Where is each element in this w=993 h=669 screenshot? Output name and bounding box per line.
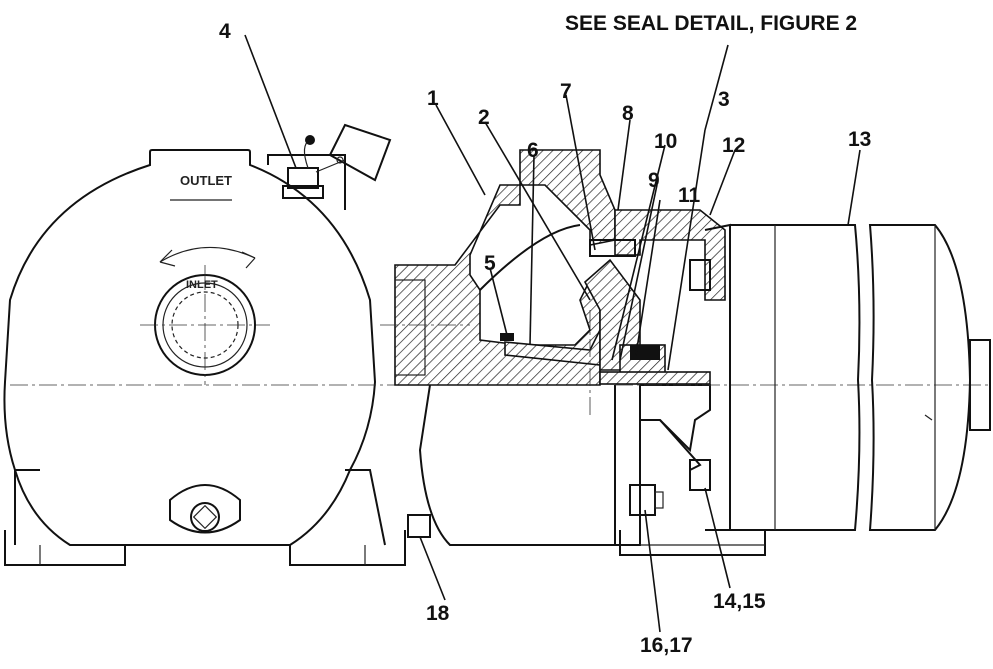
callout-7: 7 bbox=[560, 80, 572, 103]
seal-detail-title: SEE SEAL DETAIL, FIGURE 2 bbox=[565, 12, 857, 35]
pump-section-view bbox=[380, 149, 990, 556]
callout-3: 3 bbox=[718, 88, 730, 111]
callout-9: 9 bbox=[648, 169, 660, 192]
callout-5: 5 bbox=[484, 252, 496, 275]
callout-16-17: 16,17 bbox=[640, 634, 693, 657]
pump-front-view: OUTLET INLET bbox=[3, 123, 560, 566]
callout-11: 11 bbox=[678, 184, 701, 207]
callout-8: 8 bbox=[622, 102, 634, 125]
callout-6: 6 bbox=[527, 139, 539, 162]
leader-lines bbox=[244, 34, 861, 633]
callout-1: 1 bbox=[427, 87, 439, 110]
inlet-label: INLET bbox=[186, 279, 218, 291]
callout-14-15: 14,15 bbox=[713, 590, 766, 613]
callout-18: 18 bbox=[426, 602, 450, 625]
callout-2: 2 bbox=[478, 106, 490, 129]
callout-10: 10 bbox=[654, 130, 677, 153]
callout-4: 4 bbox=[219, 20, 231, 43]
motor bbox=[730, 224, 991, 531]
callout-labels: 4 1 2 5 6 7 8 9 10 11 3 12 13 14,15 16,1… bbox=[219, 20, 871, 657]
outlet-label: OUTLET bbox=[180, 173, 232, 188]
callout-13: 13 bbox=[848, 128, 871, 151]
callout-12: 12 bbox=[722, 134, 745, 157]
